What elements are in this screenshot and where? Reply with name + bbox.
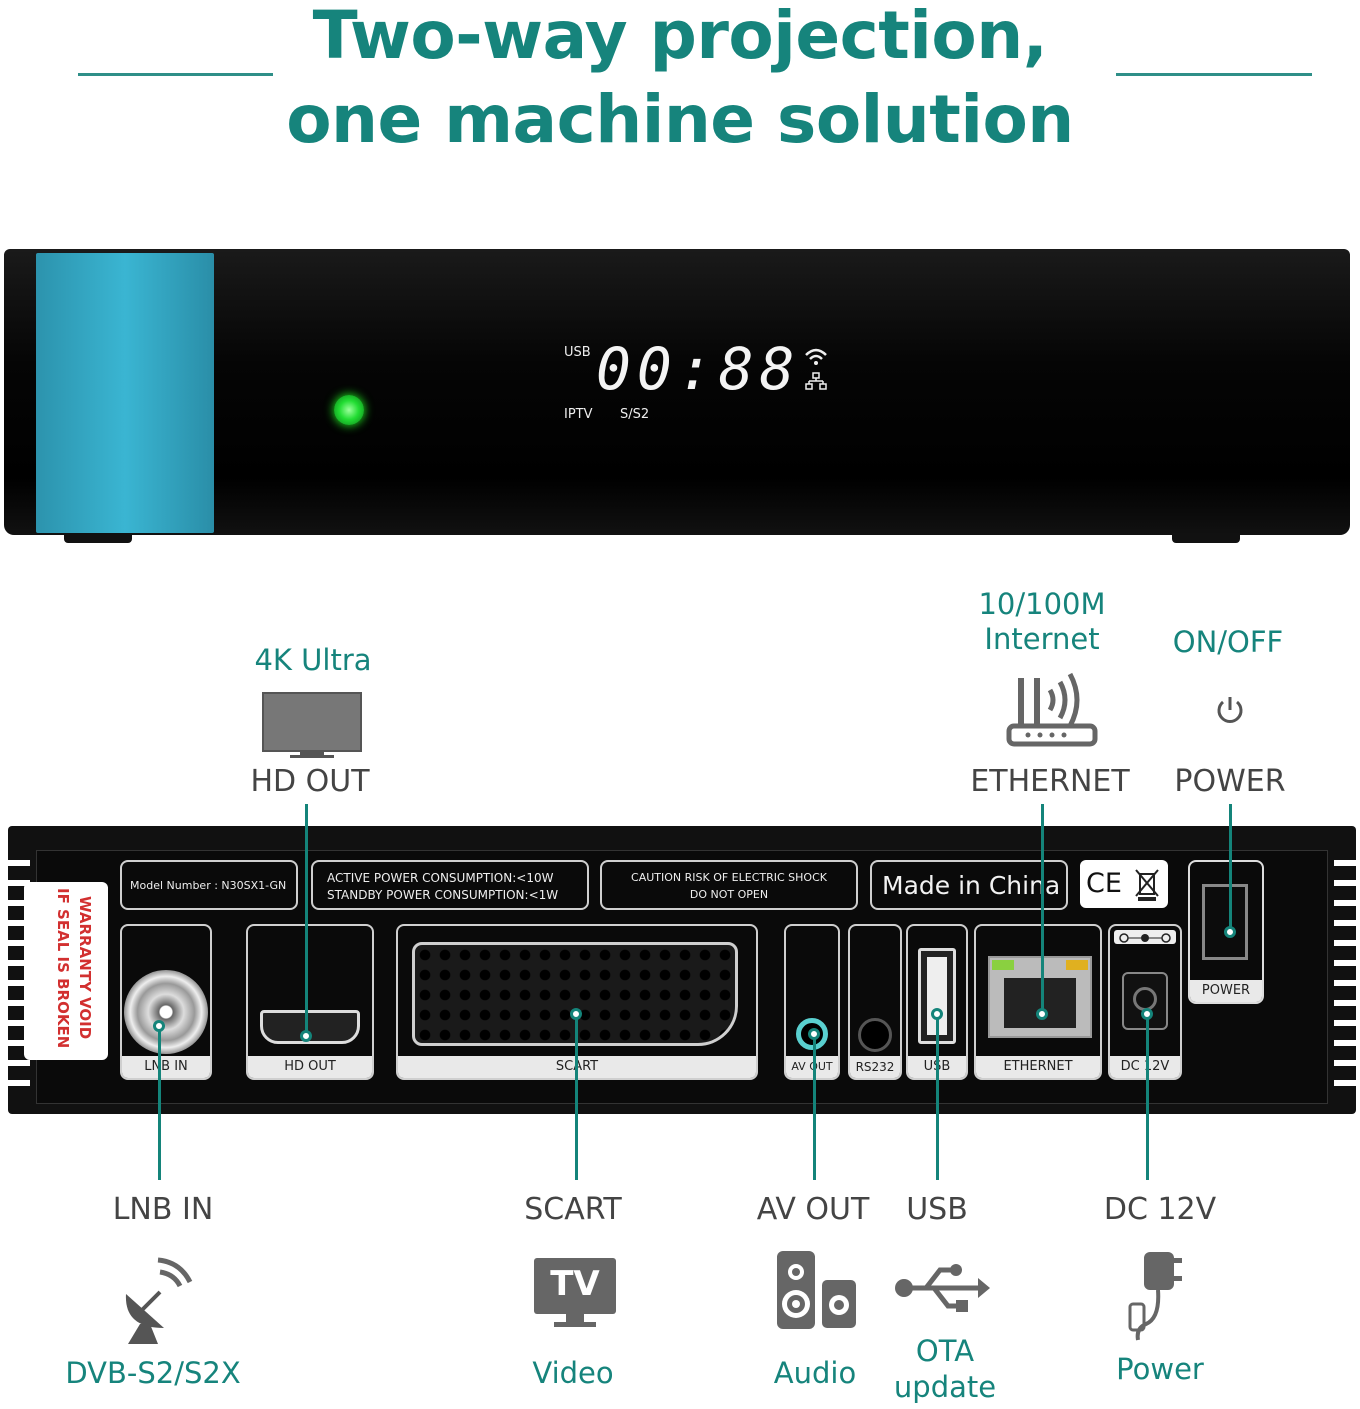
leader-usb — [936, 1014, 939, 1180]
power-switch[interactable]: POWER — [1188, 860, 1264, 1004]
headline-line-2: one machine solution — [286, 81, 1074, 158]
satellite-dish-icon — [120, 1256, 206, 1352]
leader-dot-hd-out — [300, 1030, 312, 1042]
rs232-port-label: RS232 — [850, 1056, 900, 1078]
rocker-switch — [1202, 884, 1248, 960]
display-usb-label: USB — [564, 345, 591, 360]
lnb-connector — [124, 970, 208, 1054]
front-panel: USB 00:88 IPTV S/S2 — [4, 249, 1350, 535]
warranty-text-2: IF SEAL IS BROKEN — [54, 888, 72, 1049]
leader-dot-dc — [1141, 1008, 1153, 1020]
caution-text-1: CAUTION RISK OF ELECTRIC SHOCK — [631, 871, 827, 884]
leader-ethernet — [1041, 804, 1044, 1014]
leader-dot-scart — [570, 1008, 582, 1020]
callout-usb-feature-2: update — [893, 1370, 997, 1404]
callout-av-feature: Audio — [773, 1356, 857, 1390]
hd-out-port-label: HD OUT — [248, 1056, 372, 1078]
callout-dc-name: DC 12V — [1103, 1192, 1217, 1227]
leader-dot-av-out — [808, 1028, 820, 1040]
front-accent-strip — [36, 253, 214, 533]
leader-dot-ethernet — [1036, 1008, 1048, 1020]
leader-dot-usb — [931, 1008, 943, 1020]
tv-monitor-icon — [262, 692, 362, 762]
caution-text-2: DO NOT OPEN — [689, 888, 769, 901]
weee-bin-icon — [1134, 866, 1160, 906]
dc-polarity-icon — [1114, 930, 1176, 944]
leader-av-out — [813, 1034, 816, 1180]
callout-lnb-feature: DVB-S2/S2X — [65, 1356, 241, 1390]
leader-dc — [1146, 1014, 1149, 1180]
display-iptv-label: IPTV — [564, 407, 593, 422]
leader-lnb-in — [158, 1026, 161, 1180]
callout-lnb-name: LNB IN — [112, 1192, 214, 1227]
callout-hd-name: HD OUT — [250, 764, 370, 799]
hdmi-connector — [260, 1010, 360, 1044]
usb-port[interactable]: USB — [906, 924, 968, 1080]
callout-ethernet-name: ETHERNET — [970, 764, 1130, 799]
callout-ethernet-feature-1: 10/100M — [978, 587, 1106, 621]
front-led — [334, 395, 364, 425]
caution-box: CAUTION RISK OF ELECTRIC SHOCK DO NOT OP… — [600, 860, 858, 910]
callout-power-feature: ON/OFF — [1172, 625, 1284, 659]
power-consumption-2: STANDBY POWER CONSUMPTION:<1W — [327, 888, 559, 902]
made-in-box: Made in China — [870, 860, 1068, 910]
ethernet-port-label: ETHERNET — [976, 1056, 1100, 1078]
leader-scart — [575, 1014, 578, 1180]
rj45-connector — [988, 956, 1092, 1038]
speaker-icon — [776, 1250, 858, 1334]
headline-line-1: Two-way projection, — [312, 0, 1048, 74]
ethernet-port[interactable]: ETHERNET — [974, 924, 1102, 1080]
made-in-text: Made in China — [882, 871, 1061, 900]
wifi-icon — [802, 345, 830, 397]
hd-out-port[interactable]: HD OUT — [246, 924, 374, 1080]
front-foot-left — [64, 533, 132, 543]
warranty-text-1: WARRANTY VOID — [76, 896, 94, 1040]
headline-rule-left — [78, 73, 273, 76]
heatsink-right — [1334, 846, 1356, 1096]
callout-scart-feature: Video — [532, 1356, 614, 1390]
headline-rule-right — [1116, 73, 1312, 76]
av-out-port-label: AV OUT — [786, 1056, 838, 1078]
router-icon — [1006, 670, 1098, 754]
rs232-jack — [858, 1018, 892, 1052]
callout-dc-feature: Power — [1116, 1352, 1204, 1386]
ce-mark: CE — [1086, 868, 1122, 899]
dc-jack — [1122, 972, 1168, 1030]
tv-icon-text: TV — [550, 1264, 600, 1304]
front-foot-right — [1172, 533, 1240, 543]
power-adapter-icon — [1122, 1248, 1186, 1348]
model-number-box: Model Number : N30SX1-GN — [120, 860, 298, 910]
av-out-port[interactable]: AV OUT — [784, 924, 840, 1080]
tv-icon: TV — [534, 1258, 616, 1328]
callout-ethernet-feature-2: Internet — [984, 622, 1100, 656]
display-s-s2-label: S/S2 — [620, 407, 650, 422]
callout-scart-name: SCART — [524, 1192, 622, 1227]
leader-power — [1229, 804, 1232, 930]
callout-av-name: AV OUT — [756, 1192, 870, 1227]
display-time: 00:88 — [596, 335, 801, 403]
lnb-in-port[interactable]: LNB IN — [120, 924, 212, 1080]
rear-panel: WARRANTY VOID IF SEAL IS BROKEN Model Nu… — [8, 826, 1356, 1114]
leader-hd-out — [305, 804, 308, 1036]
power-switch-label: POWER — [1190, 980, 1262, 1002]
power-consumption-1: ACTIVE POWER CONSUMPTION:<10W — [327, 871, 554, 885]
leader-dot-power — [1224, 926, 1236, 938]
lnb-in-port-label: LNB IN — [122, 1056, 210, 1078]
ce-sticker: CE — [1080, 860, 1168, 908]
callout-power-name: POWER — [1174, 764, 1286, 799]
warranty-sticker: WARRANTY VOID IF SEAL IS BROKEN — [24, 882, 108, 1060]
usb-icon — [894, 1262, 990, 1318]
dc-port[interactable]: DC 12V — [1108, 924, 1182, 1080]
power-consumption-box: ACTIVE POWER CONSUMPTION:<10W STANDBY PO… — [311, 860, 589, 910]
model-number-text: Model Number : N30SX1-GN — [130, 879, 287, 892]
callout-usb-name: USB — [906, 1192, 968, 1227]
power-icon — [1214, 694, 1246, 730]
callout-usb-feature-1: OTA — [915, 1334, 975, 1368]
leader-dot-lnb-in — [153, 1020, 165, 1032]
callout-hd-feature: 4K Ultra — [254, 643, 372, 677]
dc-port-label: DC 12V — [1110, 1056, 1180, 1078]
rs232-port[interactable]: RS232 — [848, 924, 902, 1080]
